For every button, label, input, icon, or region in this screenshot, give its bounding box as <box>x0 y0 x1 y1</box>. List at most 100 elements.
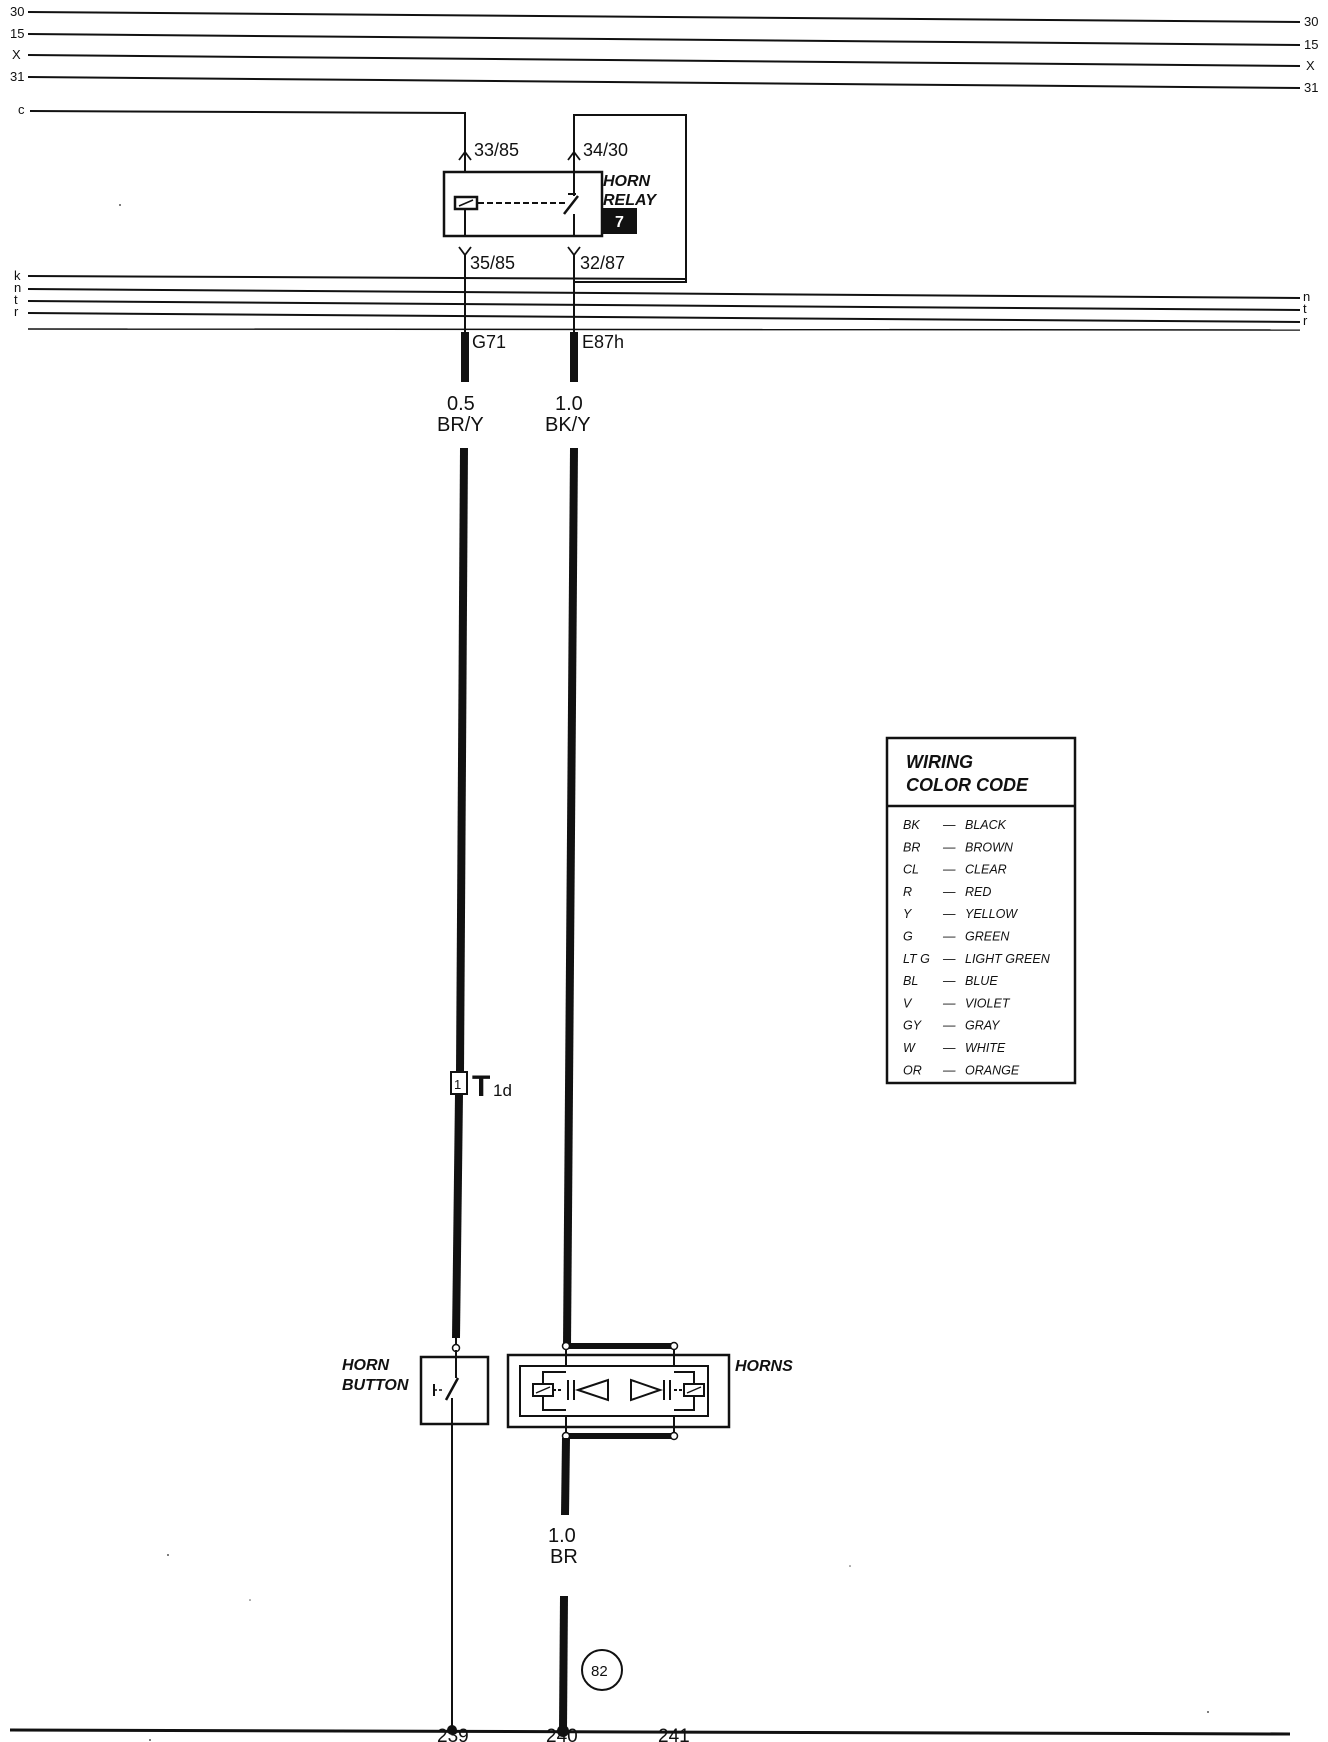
t1d-main: T <box>472 1070 490 1103</box>
legend-code: R <box>903 885 912 899</box>
wire-left-color: BR/Y <box>437 414 484 436</box>
legend-dash: — <box>942 840 956 854</box>
horn-button-box <box>419 1355 490 1426</box>
rail-label-right-2: X <box>1306 58 1315 73</box>
wire-right: 1.0 BK/Y <box>545 332 591 1347</box>
rail-x <box>27 54 1301 67</box>
horn-right-icon <box>630 1378 705 1402</box>
relay-pin-32-87: 32/87 <box>580 253 625 273</box>
rail-r <box>27 312 1301 323</box>
legend-rows: BK—BLACKBR—BROWNCL—CLEARR—REDY—YELLOWG—G… <box>903 818 1051 1077</box>
ground-junction-left <box>447 1725 457 1735</box>
legend-dash: — <box>942 907 956 921</box>
relay-switch-icon <box>563 195 579 215</box>
connector-g71: G71 <box>472 332 506 352</box>
t1d-sub: 1d <box>493 1081 512 1100</box>
rail-label-left-2: X <box>12 47 21 62</box>
rail-30 <box>27 11 1301 23</box>
legend-dash: — <box>942 1041 956 1055</box>
horns-label: HORNS <box>735 1358 793 1375</box>
rail-31 <box>27 76 1301 89</box>
horn-button-label-line2: BUTTON <box>342 1377 409 1394</box>
legend-color-name: WHITE <box>965 1041 1006 1055</box>
horn-left-icon <box>532 1378 609 1402</box>
wire-right-gauge: 1.0 <box>555 393 583 415</box>
horn-relay-box <box>442 170 604 238</box>
relay-pin-33-85: 33/85 <box>474 140 519 160</box>
rail-label-n-right: n <box>1303 289 1310 304</box>
connector-e87h: E87h <box>582 332 624 352</box>
legend-code: CL <box>903 863 919 877</box>
rail-label-t-right: t <box>1303 301 1307 316</box>
rail-t <box>27 300 1301 311</box>
horn-button: HORN BUTTON <box>342 1350 490 1730</box>
legend-color-name: BROWN <box>965 840 1014 854</box>
legend-code: BR <box>903 840 920 854</box>
rail-n <box>27 288 1301 299</box>
relay-pin-34-30: 34/30 <box>583 140 628 160</box>
legend-dash: — <box>942 1063 956 1077</box>
t1d-connector-icon <box>450 1071 468 1095</box>
wire-right-color: BK/Y <box>545 414 591 436</box>
legend-dash: — <box>942 818 956 832</box>
wire-left-gauge: 0.5 <box>447 393 475 415</box>
rail-label-left-0: 30 <box>10 4 24 19</box>
rail-c-wire <box>29 110 466 160</box>
ground-bus <box>9 1728 1291 1736</box>
rail-label-k: k <box>14 268 21 283</box>
bottom-rails: k n t r n t r <box>14 268 1310 331</box>
rail-c-label: c <box>18 102 25 117</box>
horn-relay: 33/85 34/30 35/85 32/87 HORN RELAY 7 <box>442 140 657 273</box>
connector-t1d: 1 T 1d <box>450 1070 512 1103</box>
relay-pin-35-85: 35/85 <box>470 253 515 273</box>
legend-dash: — <box>942 974 956 988</box>
horns-box <box>506 1353 731 1429</box>
legend-code: G <box>903 930 913 944</box>
legend-title-line2: COLOR CODE <box>906 775 1029 795</box>
legend-dash: — <box>942 885 956 899</box>
color-code-legend: WIRING COLOR CODE BK—BLACKBR—BROWNCL—CLE… <box>885 736 1077 1085</box>
rail-label-left-3: 31 <box>10 69 24 84</box>
legend-color-name: ORANGE <box>965 1063 1020 1077</box>
rail-label-right-3: 31 <box>1304 80 1318 95</box>
legend-color-name: VIOLET <box>965 996 1011 1010</box>
scan-specks <box>119 204 1209 1741</box>
footer-241: 241 <box>658 1726 690 1742</box>
legend-code: W <box>903 1041 916 1055</box>
legend-dash: — <box>942 863 956 877</box>
t1d-pin: 1 <box>454 1077 461 1092</box>
wire-left: 0.5 BR/Y <box>437 332 484 1353</box>
ground-junction-right <box>557 1725 569 1737</box>
legend-code: LT G <box>903 952 930 966</box>
legend-code: BK <box>903 818 920 832</box>
footer-239: 239 <box>437 1726 469 1742</box>
legend-code: OR <box>903 1063 922 1077</box>
wire-ground-color: BR <box>550 1546 578 1568</box>
rail-label-t: t <box>14 292 18 307</box>
top-rails: 30 15 X 31 30 15 X 31 <box>10 4 1318 95</box>
legend-code: Y <box>903 907 913 921</box>
wire-ground: 1.0 BR 82 <box>548 1437 623 1731</box>
legend-color-name: GREEN <box>965 930 1010 944</box>
rail-label-left-1: 15 <box>10 26 24 41</box>
legend-color-name: CLEAR <box>965 863 1007 877</box>
legend-color-name: BLACK <box>965 818 1007 832</box>
rail-label-r-right: r <box>1303 313 1308 328</box>
rail-label-right-1: 15 <box>1304 37 1318 52</box>
legend-color-name: BLUE <box>965 974 998 988</box>
legend-code: V <box>903 996 913 1010</box>
horns: HORNS <box>506 1341 793 1441</box>
legend-dash: — <box>942 930 956 944</box>
legend-code: GY <box>903 1019 923 1033</box>
relay-name-line1: HORN <box>603 173 651 190</box>
rail-15 <box>27 33 1301 46</box>
rail-k <box>27 275 687 280</box>
legend-dash: — <box>942 996 956 1010</box>
legend-dash: — <box>942 1019 956 1033</box>
rail-label-right-0: 30 <box>1304 14 1318 29</box>
legend-dash: — <box>942 952 956 966</box>
horn-button-switch-icon <box>444 1377 460 1401</box>
rail-label-r: r <box>14 304 19 319</box>
horn-button-label-line1: HORN <box>342 1357 390 1374</box>
